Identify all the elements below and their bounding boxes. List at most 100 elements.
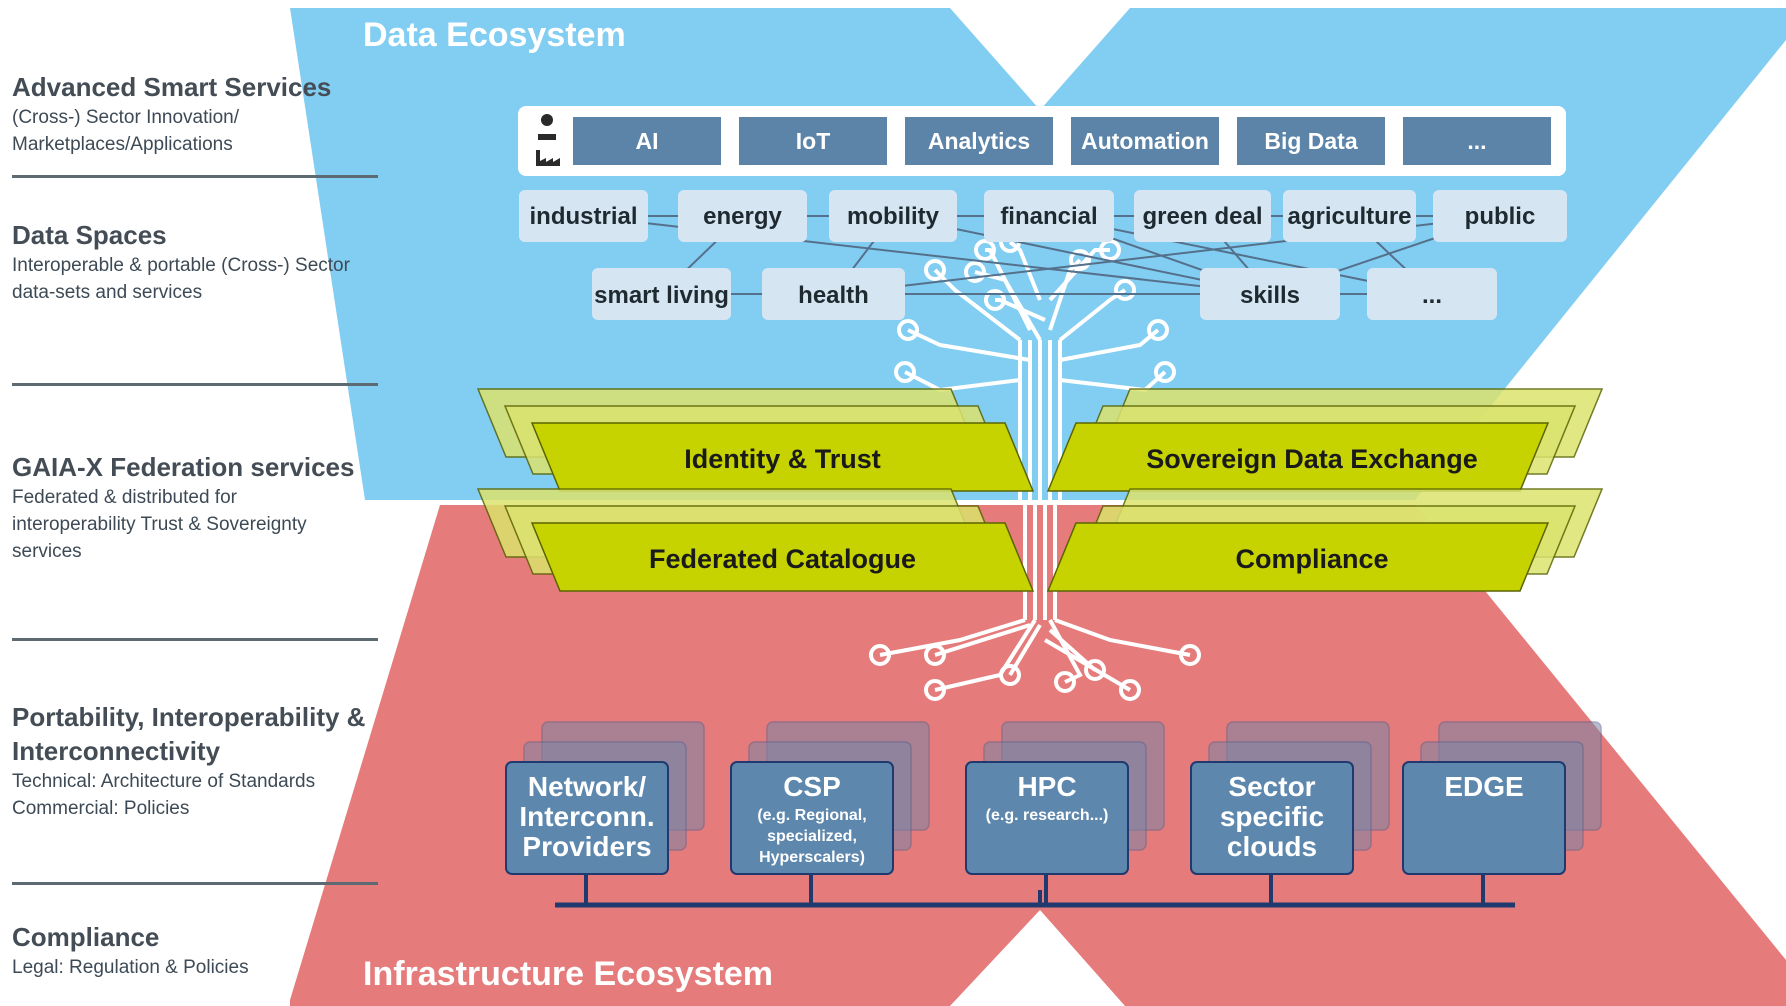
sector-label: health [798,282,869,309]
layer-description: Federated & distributed for [12,487,237,508]
sector-box-5 [1283,190,1416,242]
tree-branch [907,328,1031,362]
sector-label: smart living [594,282,729,309]
sector-label: energy [703,203,782,230]
data-ecosystem-label: Data Ecosystem [363,16,626,54]
factory-icon [536,134,560,166]
sector-box-2 [829,190,957,242]
tree-branch [1008,240,1042,301]
tree-node-icon [897,319,919,341]
infra-box-0 [505,761,669,875]
infra-label: HPC [1017,771,1076,802]
sector-label: green deal [1142,203,1262,230]
infra-box-2 [965,761,1129,875]
infra-sublabel: Hyperscalers) [759,849,865,866]
sector-box-4 [1134,190,1271,242]
tree-node-icon [1179,644,1201,666]
infra-box-1 [730,761,894,875]
service-label: Automation [1081,128,1209,154]
sector-label: ... [1422,282,1442,309]
tree-node-icon [924,644,946,666]
tree-branch [1048,248,1110,302]
infra-label: specific [1220,801,1324,832]
tree-node-icon [894,361,916,383]
tree-node-icon [999,664,1021,686]
service-label: ... [1467,128,1486,154]
tree-node-icon [1147,319,1169,341]
layer-description: interoperability Trust & Sovereignty [12,514,307,535]
infra-label: Providers [522,831,651,862]
service-box-5 [1403,117,1551,165]
tree-node-icon [974,239,996,261]
infrastructure-ecosystem-label: Infrastructure Ecosystem [363,955,773,993]
sector-box-3 [984,190,1114,242]
sector-box-row2-0 [592,268,731,320]
federation-label: Federated Catalogue [649,544,916,574]
layer-title: Portability, Interoperability & [12,702,366,732]
sector-label: public [1465,203,1536,230]
sector-box-row2-1 [762,268,905,320]
sector-label: financial [1000,203,1097,230]
infra-label: CSP [783,771,841,802]
layer-0: Advanced Smart Services (Cross-) Sector I… [12,70,392,158]
sector-box-row2-2 [1200,268,1340,320]
tree-node-icon [924,259,946,281]
layer-description: Interoperable & portable (Cross-) Sector [12,255,350,276]
infra-sublabel: (e.g. Regional, [757,807,866,824]
tree-node-icon [964,261,986,283]
federation-label: Compliance [1235,544,1388,574]
tree-root [879,618,1026,657]
service-box-4 [1237,117,1385,165]
service-box-0 [573,117,721,165]
infra-box-3 [1190,761,1354,875]
layer-title: Data Spaces [12,220,167,250]
layer-divider [12,383,378,386]
layer-description: Legal: Regulation & Policies [12,957,249,978]
sector-box-row2-3 [1367,268,1497,320]
layer-divider [12,882,378,885]
federation-box-3 [1046,522,1550,592]
layer-description: Marketplaces/Applications [12,134,233,155]
infra-sublabel: (e.g. research...) [986,807,1109,824]
infra-box-4 [1402,761,1566,875]
federation-label: Sovereign Data Exchange [1146,444,1478,474]
sector-label: industrial [529,203,637,230]
layer-3: Portability, Interoperability &Interconn… [12,700,392,822]
sector-box-1 [678,190,807,242]
infra-label: Sector [1228,771,1315,802]
tree-node-icon [924,679,946,701]
layer-description: data-sets and services [12,282,203,303]
sector-box-6 [1433,190,1567,242]
infra-sublabel: specialized, [767,828,857,845]
tree-node-icon [1154,361,1176,383]
layer-title: Advanced Smart Services [12,72,332,102]
sector-box-0 [519,190,648,242]
infra-label: Interconn. [519,801,654,832]
tree-branch [995,298,1046,322]
federation-box-0 [530,422,1035,492]
tree-node-icon [984,289,1006,311]
infra-label: EDGE [1444,771,1523,802]
layer-description: Technical: Architecture of Standards [12,771,316,792]
tree-node-icon [1084,659,1106,681]
tree-node-icon [1119,679,1141,701]
layer-divider [12,175,378,178]
layer-title: Compliance [12,922,160,952]
tree-root [934,623,1031,657]
person-factory-icon [541,114,553,126]
federation-label: Identity & Trust [684,444,881,474]
service-label: IoT [796,128,831,154]
sector-label: agriculture [1287,203,1411,230]
sector-label: mobility [847,203,940,230]
service-box-2 [905,117,1053,165]
infra-label: Network/ [528,771,646,802]
layer-description: services [12,541,82,562]
layer-description: (Cross-) Sector Innovation/ [12,107,240,128]
service-label: Big Data [1264,128,1358,154]
tree-node-icon [1054,671,1076,693]
layer-description: Commercial: Policies [12,798,190,819]
